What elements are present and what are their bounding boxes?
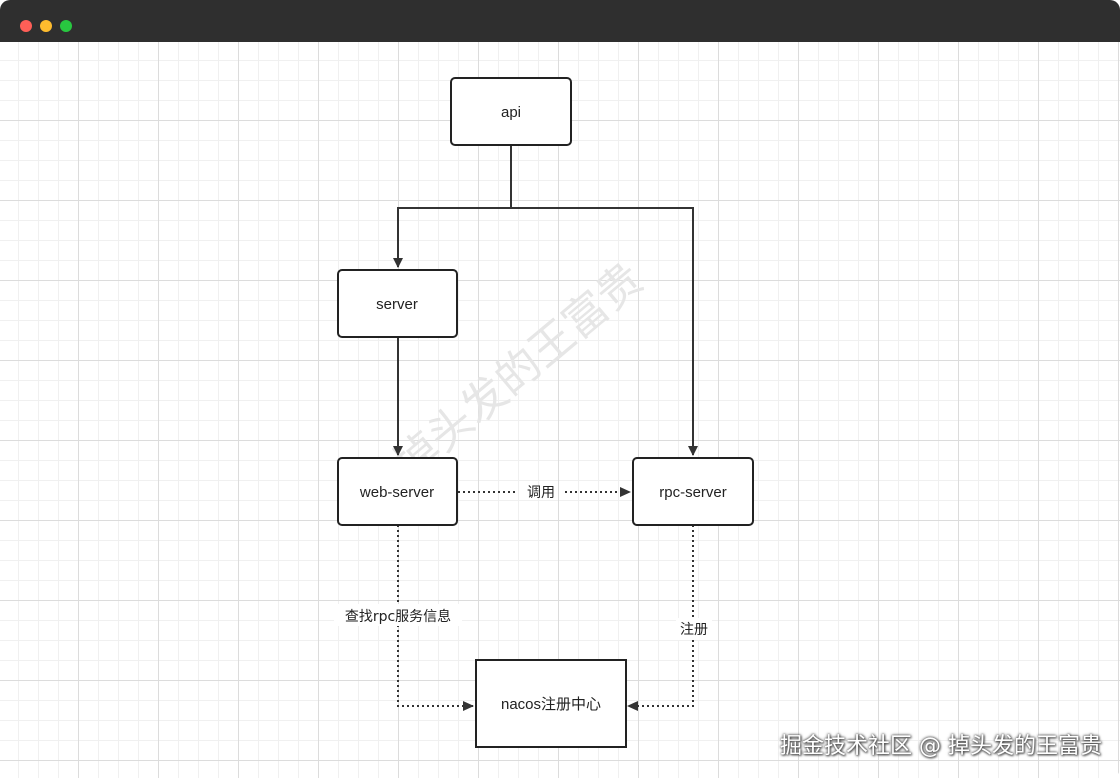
arrowhead-lookup — [463, 701, 474, 711]
arrowhead-register — [627, 701, 638, 711]
diagram-canvas: 掉头发的王富贵 调用 查找rpc服务信息 注册 — [0, 42, 1120, 778]
node-api-label: api — [501, 104, 521, 121]
architecture-diagram: 掉头发的王富贵 调用 查找rpc服务信息 注册 — [334, 77, 754, 748]
minimize-window-button[interactable] — [40, 20, 52, 32]
node-rpc-server-label: rpc-server — [659, 484, 727, 501]
edge-api-to-services — [393, 146, 698, 456]
title-bar — [0, 0, 1120, 42]
edge-web-server-lookup-nacos — [397, 525, 473, 707]
edge-rpc-server-register-nacos — [629, 525, 694, 707]
maximize-window-button[interactable] — [60, 20, 72, 32]
node-api[interactable]: api — [450, 77, 572, 146]
arrowhead-call — [620, 487, 631, 497]
corner-watermark: 掘金技术社区 @ 掉头发的王富贵 — [780, 734, 1102, 759]
edge-label-lookup: 查找rpc服务信息 — [345, 608, 451, 625]
node-web-server-label: web-server — [359, 484, 434, 501]
node-server[interactable]: server — [337, 269, 458, 338]
close-window-button[interactable] — [20, 20, 32, 32]
edge-label-register: 注册 — [680, 622, 708, 638]
edge-label-lookup-bg — [334, 604, 462, 626]
node-web-server[interactable]: web-server — [337, 457, 458, 526]
node-rpc-server[interactable]: rpc-server — [632, 457, 754, 526]
edge-label-call: 调用 — [527, 485, 555, 501]
edge-label-register-bg — [676, 618, 712, 640]
node-nacos-label: nacos注册中心 — [501, 696, 601, 713]
node-server-label: server — [376, 296, 418, 313]
node-nacos[interactable]: nacos注册中心 — [475, 659, 627, 748]
